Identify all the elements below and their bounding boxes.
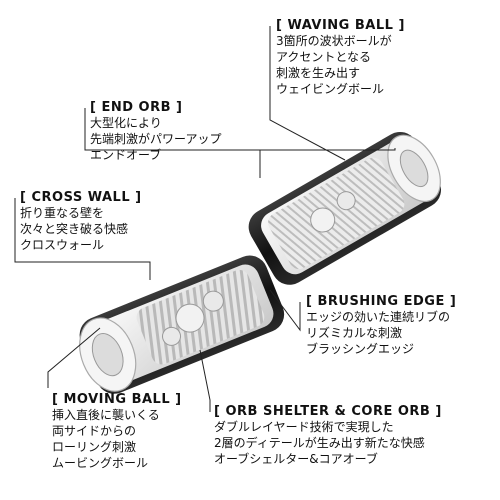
callout-line: リズミカルな刺激 bbox=[306, 326, 403, 340]
callout-line: 先端刺激がパワーアップ bbox=[90, 132, 222, 146]
callout-title: [ ORB SHELTER & CORE ORB ] bbox=[214, 404, 442, 419]
callout-title: [ BRUSHING EDGE ] bbox=[306, 294, 457, 309]
callout-line: ブラッシングエッジ bbox=[306, 342, 415, 356]
callout-title: [ CROSS WALL ] bbox=[20, 190, 142, 205]
callout-line: 挿入直後に襲いくる bbox=[52, 408, 160, 422]
callout-line: ウェイビングボール bbox=[276, 82, 385, 96]
callout-orb-shelter: [ ORB SHELTER & CORE ORB ] ダブルレイヤード技術で実現… bbox=[214, 404, 442, 467]
leader-waving-ball bbox=[269, 26, 346, 161]
callout-line: 次々と突き破る快感 bbox=[20, 222, 129, 236]
left-shell-half bbox=[79, 255, 285, 394]
callout-line: エンドオーブ bbox=[90, 148, 162, 162]
callout-title: [ WAVING BALL ] bbox=[276, 18, 405, 33]
callout-line: エッジの効いた連続リブの bbox=[306, 310, 451, 324]
callout-moving-ball: [ MOVING BALL ] 挿入直後に襲いくる 両サイドからの ローリング刺… bbox=[52, 392, 182, 471]
callout-end-orb: [ END ORB ] 大型化により 先端刺激がパワーアップ エンドオーブ bbox=[90, 100, 222, 163]
right-shell-half bbox=[248, 131, 442, 285]
callout-line: 3箇所の波状ボールが bbox=[276, 34, 392, 48]
callout-line: ムービングボール bbox=[52, 456, 149, 470]
callout-line: オーブシェルター&コアオーブ bbox=[214, 452, 378, 466]
callout-title: [ MOVING BALL ] bbox=[52, 392, 182, 407]
leader-brushing-edge bbox=[269, 289, 301, 332]
callout-line: 2層のディテールが生み出す新たな快感 bbox=[214, 436, 425, 450]
callout-line: 折り重なる壁を bbox=[20, 206, 105, 220]
callout-line: ダブルレイヤード技術で実現した bbox=[214, 420, 394, 434]
callout-line: アクセントとなる bbox=[276, 50, 372, 64]
callout-line: 両サイドからの bbox=[52, 424, 137, 438]
leader-end-orb bbox=[84, 108, 396, 151]
callout-brushing-edge: [ BRUSHING EDGE ] エッジの効いた連続リブの リズミカルな刺激 … bbox=[306, 294, 456, 357]
callout-line: クロスウォール bbox=[20, 238, 105, 252]
leader-moving-ball bbox=[47, 327, 101, 388]
leader-lines bbox=[14, 26, 396, 412]
callout-line: ローリング刺激 bbox=[52, 440, 137, 454]
callout-cross-wall: [ CROSS WALL ] 折り重なる壁を 次々と突き破る快感 クロスウォール bbox=[20, 190, 142, 253]
callout-waving-ball: [ WAVING BALL ] 3箇所の波状ボールが アクセントとなる 刺激を生… bbox=[276, 18, 405, 97]
callout-line: 刺激を生み出す bbox=[276, 66, 361, 80]
leader-orb-shelter bbox=[199, 349, 211, 412]
callout-line: 大型化により bbox=[90, 116, 162, 130]
callout-title: [ END ORB ] bbox=[90, 100, 183, 115]
leader-cross-wall bbox=[14, 198, 151, 280]
